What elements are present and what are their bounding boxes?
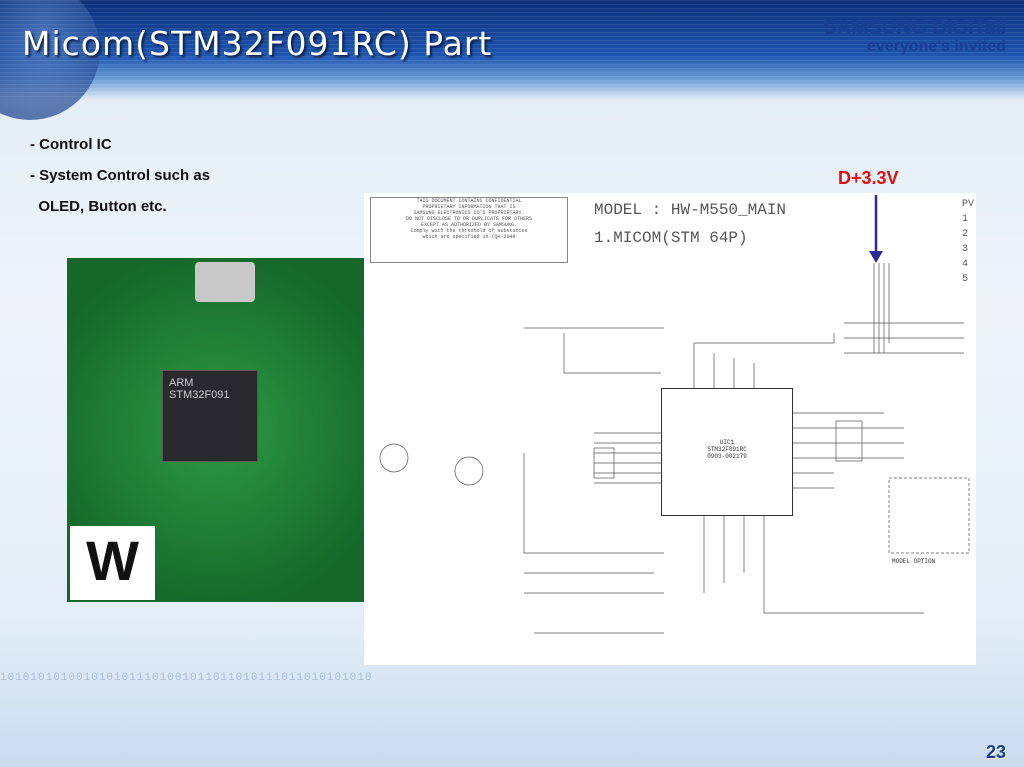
binary-decoration: 1010101010010101011101001011011010111011… (0, 672, 373, 684)
mcu-chip: ARM STM32F091 (162, 370, 258, 462)
schematic-wires (379, 263, 970, 634)
model-option-label: MODEL OPTION (892, 558, 936, 565)
notice-line: PROPRIETARY INFORMATION THAT IS (422, 204, 516, 210)
pv-item: 3 (962, 244, 969, 255)
pv-item: 4 (962, 259, 969, 270)
notice-line: THIS DOCUMENT CONTAINS CONFIDENTIAL (416, 198, 522, 204)
slide-title: Micom(STM32F091RC) Part (22, 24, 493, 63)
voltage-annotation: D+3.3V (838, 168, 899, 188)
pv-item: 5 (962, 274, 969, 285)
pv-column: PV 1 2 3 4 5 (962, 197, 974, 287)
ic-part: STM32F091RC (707, 446, 747, 453)
pv-label: PV (962, 199, 975, 210)
bullet-list: - Control IC - System Control such as OL… (30, 136, 210, 229)
model-name: MODEL : HW-M550_MAIN (594, 201, 787, 219)
notice-line: which are specified in (QA-2049 (422, 234, 516, 240)
pcb-photo: ARM STM32F091 W (67, 258, 365, 602)
ic-code: 0903-002179 (707, 453, 747, 460)
notice-line: DO NOT DISCLOSE TO OR DUPLICATE FOR OTHE… (405, 216, 533, 222)
pv-item: 2 (962, 229, 969, 240)
notice-line: Comply with the threshold of substances (410, 228, 528, 234)
logo-line2: everyone's invited (867, 38, 1006, 55)
notice-line: SAMSUNG ELECTRONICS CO'S PROPRIETARY. (413, 210, 525, 216)
page-number: 23 (985, 742, 1006, 762)
title-banner (0, 0, 1024, 120)
schematic: THIS DOCUMENT CONTAINS CONFIDENTIAL PROP… (364, 193, 976, 665)
arrow-icon (869, 195, 883, 263)
bullet-item: - Control IC (30, 136, 112, 153)
bullet-item: OLED, Button etc. (30, 198, 167, 215)
crystal (195, 262, 255, 302)
model-block: MODEL : HW-M550_MAIN 1.MICOM(STM 64P) (594, 201, 786, 257)
title-block: THIS DOCUMENT CONTAINS CONFIDENTIAL PROP… (370, 197, 568, 263)
w-label: W (70, 526, 155, 600)
notice-line: EXCEPT AS AUTHORIZED BY SAMSUNG. (420, 222, 517, 228)
mcu-symbol: UIC1 STM32F091RC 0903-002179 (661, 388, 793, 516)
pv-item: 1 (962, 214, 969, 225)
samsung-logo: SAMSUNG DIGITall everyone's invited (823, 16, 1006, 56)
sheet-name: 1.MICOM(STM 64P) (594, 229, 748, 247)
logo-line1: SAMSUNG DIGITall (823, 16, 1006, 39)
bullet-item: - System Control such as (30, 167, 211, 184)
ic-ref: UIC1 (719, 439, 735, 446)
